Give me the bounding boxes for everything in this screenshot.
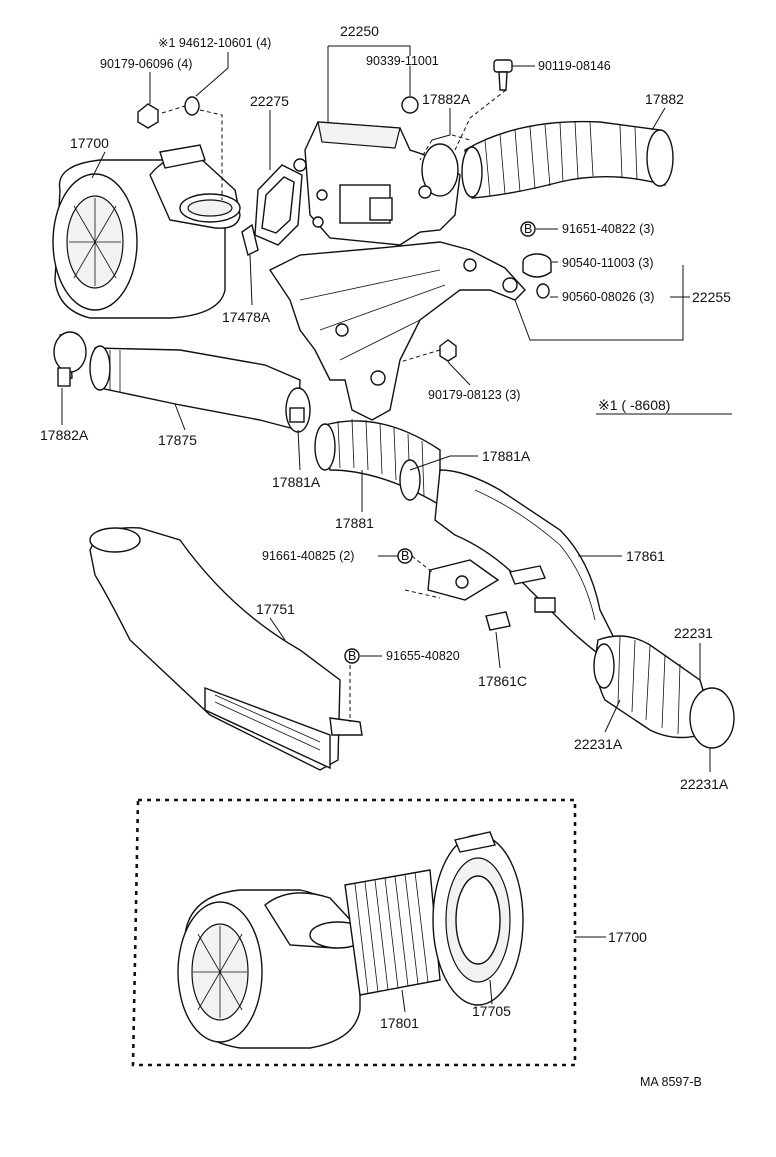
drawing-code: MA 8597-B [640, 1075, 702, 1089]
label-17881A-left: 17881A [272, 474, 321, 490]
hose-17882 [461, 120, 674, 199]
nut-90179-08123 [439, 339, 457, 362]
label-footnote: ※1 ( -8608) [598, 397, 670, 413]
label-17861C: 17861C [478, 673, 527, 689]
assembly-frame [131, 798, 577, 1067]
label-90119: 90119-08146 [538, 59, 611, 73]
label-91655: 91655-40820 [386, 649, 460, 663]
air-flow-meter [293, 96, 461, 246]
bracket-22255 [268, 241, 526, 421]
bolt-mark-91655: B [344, 648, 360, 664]
label-17801: 17801 [380, 1015, 419, 1031]
label-22255: 22255 [692, 289, 731, 305]
svg-text:B: B [348, 649, 356, 663]
sleeve-17861C [485, 611, 511, 631]
gasket-22275 [254, 164, 303, 246]
duct-17751 [89, 526, 363, 771]
label-22275: 22275 [250, 93, 289, 109]
bracket-17478A [241, 223, 259, 257]
label-91651: 91651-40822 (3) [562, 222, 654, 236]
label-90560: 90560-08026 (3) [562, 290, 654, 304]
air-cleaner-assembly [177, 831, 524, 1049]
bolt-mark-91651: B [520, 221, 536, 237]
label-17875: 17875 [158, 432, 197, 448]
label-17882A-top: 17882A [422, 91, 471, 107]
label-17882: 17882 [645, 91, 684, 107]
part-labels: 22250 90339-11001 90119-08146 ※1 94612-1… [40, 23, 731, 1089]
label-90179-06096: 90179-06096 (4) [100, 57, 192, 71]
svg-text:B: B [524, 222, 532, 236]
label-22231: 22231 [674, 625, 713, 641]
nut-90179-06096 [137, 96, 200, 129]
screw-90119 [493, 59, 513, 91]
label-90540: 90540-11003 (3) [562, 256, 654, 270]
label-17881: 17881 [335, 515, 374, 531]
svg-text:B: B [401, 549, 409, 563]
label-17751: 17751 [256, 601, 295, 617]
label-17882A-left: 17882A [40, 427, 89, 443]
hose-22231 [593, 635, 735, 749]
label-90339: 90339-11001 [366, 54, 439, 68]
label-17881A-right: 17881A [482, 448, 531, 464]
leader-lines [61, 45, 732, 1013]
label-22250: 22250 [340, 23, 379, 39]
label-17478A: 17478A [222, 309, 271, 325]
label-17700-top: 17700 [70, 135, 109, 151]
label-90179-08123: 90179-08123 (3) [428, 388, 520, 402]
air-cleaner-top [52, 144, 241, 319]
label-17861: 17861 [626, 548, 665, 564]
label-22231A-a: 22231A [574, 736, 623, 752]
duct-17875 [53, 331, 301, 431]
hose-17881 [285, 387, 441, 507]
grommet-90540 [522, 253, 552, 299]
label-17705: 17705 [472, 1003, 511, 1019]
label-91661: 91661-40825 (2) [262, 549, 354, 563]
bolt-mark-91661: B [397, 548, 413, 564]
pipe-17861 [427, 469, 616, 656]
label-17700-bottom: 17700 [608, 929, 647, 945]
label-94612: ※1 94612-10601 (4) [158, 36, 271, 50]
label-22231A-b: 22231A [680, 776, 729, 792]
